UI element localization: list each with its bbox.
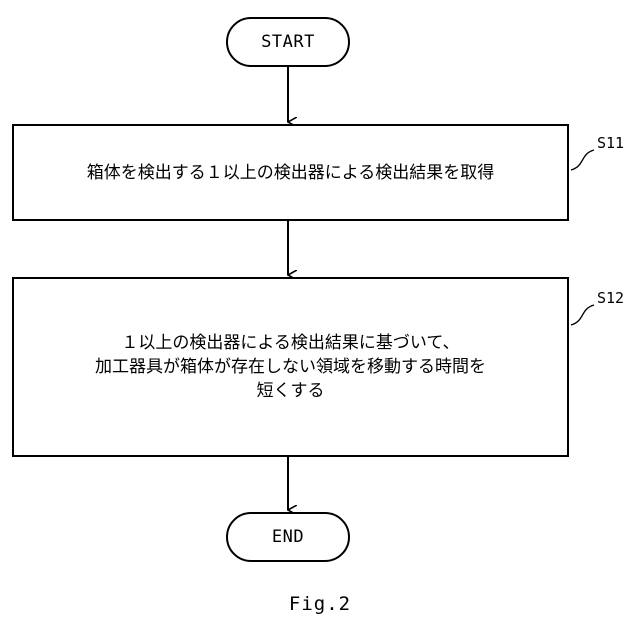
step-s11-id-label: S11 [597,134,624,152]
process-step-s12: １以上の検出器による検出結果に基づいて、 加工器具が箱体が存在しない領域を移動す… [12,277,569,457]
s11-leader-line [571,150,594,170]
s12-leader-line [571,305,594,325]
start-label: START [261,32,315,52]
end-label: END [272,527,304,547]
step-s12-id-label: S12 [597,289,624,307]
start-terminal: START [226,17,350,67]
end-terminal: END [226,512,350,562]
process-step-s11: 箱体を検出する１以上の検出器による検出結果を取得 [12,124,569,221]
step-s12-text-line-2: 加工器具が箱体が存在しない領域を移動する時間を [95,355,486,379]
step-s12-text-line-1: １以上の検出器による検出結果に基づいて、 [121,331,459,355]
step-s12-text-line-3: 短くする [257,379,325,403]
figure-caption: Fig.2 [0,593,640,615]
step-s11-text-line-1: 箱体を検出する１以上の検出器による検出結果を取得 [87,161,495,185]
